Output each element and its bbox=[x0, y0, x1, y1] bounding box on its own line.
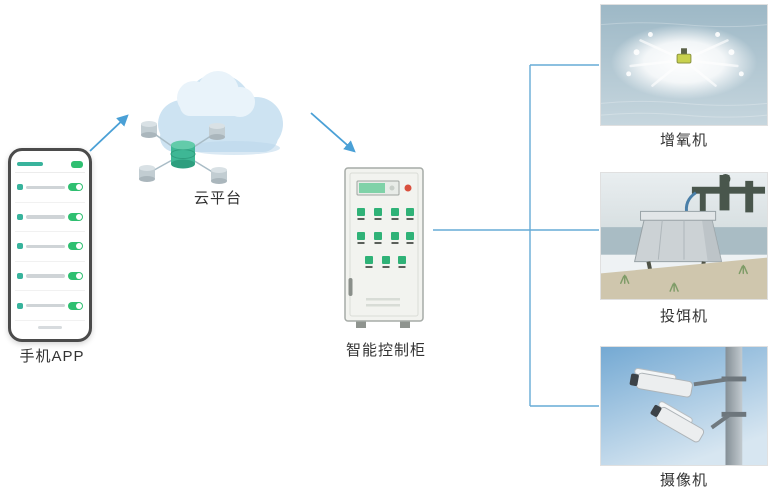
app-header-bar bbox=[15, 156, 85, 173]
phone-label: 手机APP bbox=[19, 348, 85, 365]
cabinet-foot bbox=[400, 320, 410, 328]
toggle-switch-icon bbox=[68, 272, 83, 281]
cabinet-display-panel bbox=[356, 180, 412, 196]
db-satellite bbox=[211, 167, 227, 184]
row-text-placeholder bbox=[26, 185, 65, 190]
db-satellite bbox=[139, 165, 155, 182]
arrow-cloud-to-cabinet bbox=[310, 112, 356, 153]
toggle-switch-icon bbox=[68, 301, 83, 310]
camera-photo bbox=[600, 346, 768, 466]
feeder-photo bbox=[600, 172, 768, 300]
app-list-row bbox=[15, 173, 85, 203]
database-cluster-icon bbox=[133, 118, 233, 190]
aerator-photo bbox=[600, 4, 768, 126]
cctv-camera-upper bbox=[629, 367, 693, 398]
db-center bbox=[170, 140, 196, 169]
control-cabinet-illustration bbox=[336, 166, 432, 332]
app-title-placeholder bbox=[17, 162, 43, 166]
cloud-label: 云平台 bbox=[193, 190, 242, 207]
app-list-row bbox=[15, 262, 85, 292]
arrow-phone-to-cloud bbox=[89, 114, 129, 152]
row-device-icon bbox=[17, 273, 23, 280]
cctv-camera-lower bbox=[650, 401, 705, 443]
phone-screen bbox=[15, 156, 85, 334]
aerator-label: 增氧机 bbox=[659, 132, 708, 149]
feeder-hopper bbox=[633, 210, 723, 263]
app-list-row bbox=[15, 291, 85, 321]
toggle-switch-icon bbox=[68, 212, 83, 221]
row-text-placeholder bbox=[26, 303, 65, 308]
cloud-highlight bbox=[177, 71, 255, 117]
row-device-icon bbox=[17, 302, 23, 309]
app-header-button bbox=[71, 160, 83, 168]
camera-label: 摄像机 bbox=[659, 472, 708, 489]
toggle-switch-icon bbox=[68, 242, 83, 251]
row-text-placeholder bbox=[26, 274, 65, 278]
cabinet-button-grid bbox=[357, 208, 414, 268]
cabinet-foot bbox=[356, 320, 366, 328]
camera-pole bbox=[725, 347, 743, 465]
cabinet-handle bbox=[348, 278, 353, 296]
feeder-label: 投饵机 bbox=[659, 308, 708, 325]
app-list-row bbox=[15, 203, 85, 233]
db-satellite bbox=[141, 121, 157, 138]
row-text-placeholder bbox=[26, 215, 65, 219]
cabinet-body bbox=[344, 167, 424, 322]
app-list-row bbox=[15, 232, 85, 262]
feeder-gantry bbox=[691, 173, 766, 215]
row-device-icon bbox=[17, 213, 23, 220]
row-text-placeholder bbox=[26, 244, 65, 249]
cabinet-door-seam bbox=[349, 172, 419, 317]
cabinet-vent bbox=[366, 298, 400, 307]
cabinet-red-button bbox=[404, 184, 412, 192]
toggle-switch-icon bbox=[68, 183, 83, 192]
row-device-icon bbox=[17, 243, 23, 250]
db-satellite bbox=[209, 123, 225, 140]
smartphone-illustration bbox=[8, 148, 92, 342]
home-indicator bbox=[15, 321, 85, 334]
row-device-icon bbox=[17, 184, 23, 191]
cabinet-label: 智能控制柜 bbox=[345, 342, 426, 359]
